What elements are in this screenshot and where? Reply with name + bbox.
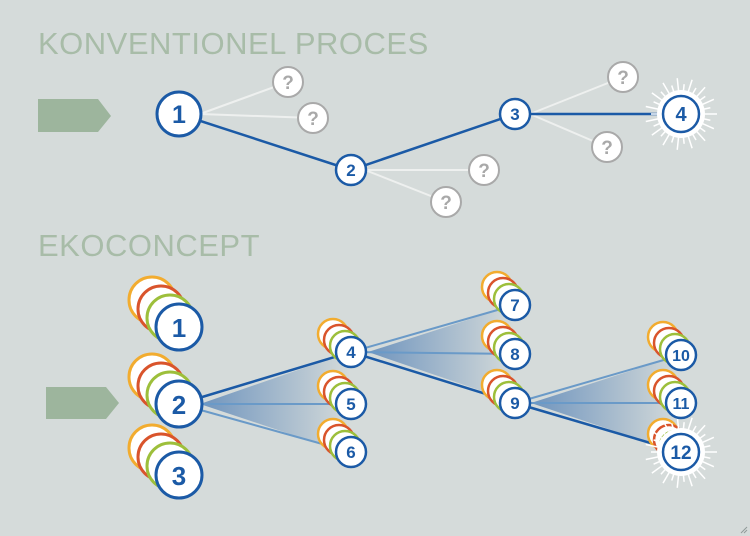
conventional-process: ? ? ? ? ? ?	[38, 61, 717, 218]
svg-text:11: 11	[673, 396, 690, 413]
start-arrow-conventional	[38, 99, 111, 132]
svg-text:1: 1	[172, 101, 186, 129]
heading-konventionel-proces: KONVENTIONEL PROCES	[38, 26, 429, 61]
eko-node-11: 11	[664, 386, 698, 420]
question-mark: ?	[440, 193, 452, 214]
svg-text:3: 3	[172, 461, 186, 491]
question-mark: ?	[282, 73, 294, 94]
svg-text:2: 2	[172, 390, 186, 420]
ekoconcept-process: 1 2 3 4 5 6	[46, 270, 717, 500]
svg-text:2: 2	[346, 161, 355, 180]
conv-node-1: 1	[155, 90, 203, 138]
eko-node-3: 3	[154, 450, 204, 500]
eko-node-9: 9	[498, 386, 532, 420]
question-mark: ?	[617, 68, 629, 89]
eko-node-7: 7	[498, 288, 532, 322]
eko-node-4: 4	[334, 335, 368, 369]
question-circle: ?	[297, 102, 329, 134]
resize-corner-icon	[740, 526, 748, 534]
eko-node-12: 12	[661, 432, 701, 472]
svg-text:8: 8	[510, 345, 519, 364]
svg-text:4: 4	[346, 343, 356, 362]
question-circle: ?	[430, 186, 462, 218]
svg-text:12: 12	[670, 443, 691, 464]
svg-text:3: 3	[510, 105, 519, 124]
start-arrow-ekoconcept	[46, 387, 119, 419]
conventional-main-path	[178, 112, 681, 172]
question-circle: ?	[468, 154, 500, 186]
eko-node-8: 8	[498, 337, 532, 371]
eko-node-6: 6	[334, 435, 368, 469]
svg-text:5: 5	[346, 395, 355, 414]
svg-text:1: 1	[172, 313, 186, 343]
question-circle: ?	[591, 131, 623, 163]
svg-text:6: 6	[346, 443, 355, 462]
question-mark: ?	[601, 138, 613, 159]
eko-node-5: 5	[334, 387, 368, 421]
question-mark: ?	[307, 109, 319, 130]
ekoconcept-main-path	[178, 350, 682, 454]
svg-text:4: 4	[675, 104, 687, 126]
heading-ekoconcept: EKOCONCEPT	[38, 228, 261, 263]
eko-node-2: 2	[154, 379, 204, 429]
conv-node-4: 4	[661, 94, 701, 134]
conv-node-3: 3	[498, 97, 532, 131]
eko-node-1: 1	[154, 302, 204, 352]
conv-node-2: 2	[334, 153, 368, 187]
eko-node-10: 10	[664, 338, 698, 372]
unknown-branches	[199, 76, 624, 203]
svg-text:9: 9	[510, 394, 519, 413]
svg-text:7: 7	[510, 296, 519, 315]
question-mark: ?	[478, 161, 490, 182]
question-circle: ?	[607, 61, 639, 93]
svg-text:10: 10	[672, 348, 690, 365]
question-circle: ?	[272, 66, 304, 98]
